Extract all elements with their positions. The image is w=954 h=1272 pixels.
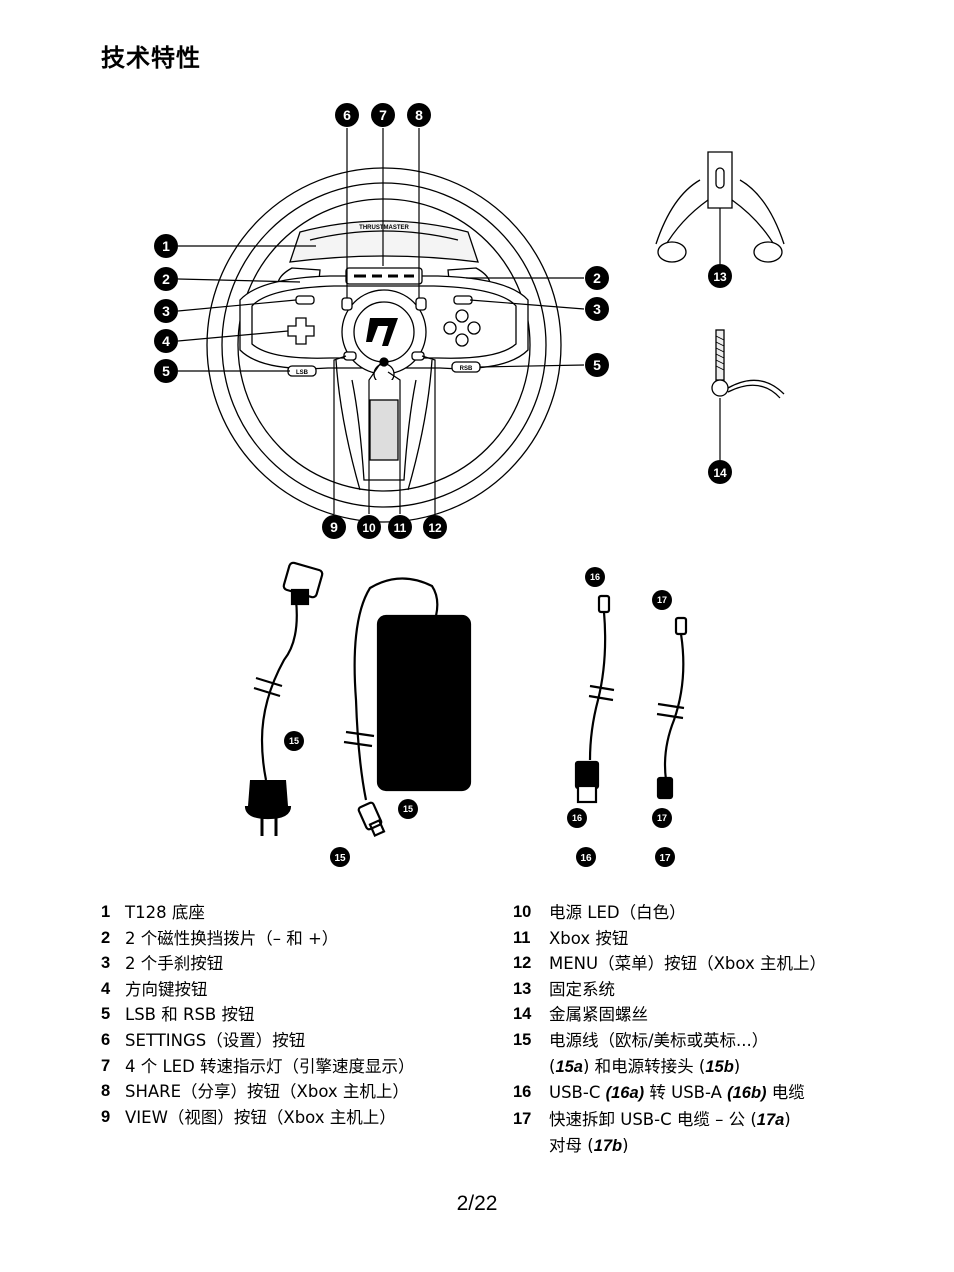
callout-13: 13: [713, 270, 727, 284]
callout-17b: 17b: [654, 814, 671, 825]
callout-5-left: 5: [162, 363, 170, 379]
callout-10: 10: [362, 521, 376, 535]
rsb-label: RSB: [460, 366, 473, 372]
callout-12: 12: [428, 521, 442, 535]
callout-2-right: 2: [593, 270, 601, 286]
badge-17a-num: 17: [657, 595, 667, 605]
legend-item: 15 电源线（欧标/美标或英标...） (15a) 和电源转接头 (15b): [513, 1030, 769, 1076]
callout-7: 7: [379, 107, 387, 123]
callout-6: 6: [343, 107, 351, 123]
callout-15b: 15b: [400, 805, 417, 816]
legend-item: 17 快速拆卸 USB-C 电缆 – 公 (17a) 对母 (17b): [513, 1109, 791, 1156]
callout-17a: 17a: [654, 596, 671, 607]
callout-5-right: 5: [593, 357, 601, 373]
fixation-system-illustration: [655, 151, 785, 263]
badge-15a-num: 15: [289, 736, 299, 746]
badge-16a-num: 16: [590, 572, 600, 582]
callout-3-right: 3: [593, 301, 601, 317]
quick-release-cable-illustration: [656, 616, 688, 800]
badge-15b-num: 15: [403, 804, 413, 814]
callout-9: 9: [330, 519, 338, 535]
callout-badges: [154, 103, 732, 867]
callout-17: 17: [659, 853, 671, 864]
callout-15a: 15a: [286, 737, 303, 748]
callout-16a: 16a: [587, 573, 604, 584]
racing-wheel-illustration: [206, 167, 562, 523]
callout-3-left: 3: [162, 303, 170, 319]
legend-item: 16 USB-C (16a) 转 USB-A (16b) 电缆: [513, 1083, 805, 1103]
wheel-brand-label: THRUSTMASTER: [359, 225, 409, 231]
small-badge-numerals: 15 15 16 16 17 17: [289, 572, 667, 823]
callout-1: 1: [162, 238, 170, 254]
usb-cable-illustration: [574, 594, 615, 804]
callout-4: 4: [162, 333, 170, 349]
page-title: 技术特性: [101, 44, 201, 72]
callout-8: 8: [415, 107, 423, 123]
callout-15: 15: [334, 853, 346, 864]
callout-14: 14: [713, 466, 727, 480]
product-illustration: THRUSTMASTER LSB RSB: [154, 103, 785, 867]
page-number: 2/22: [456, 1192, 498, 1215]
callout-2-left: 2: [162, 271, 170, 287]
callout-11: 11: [394, 521, 407, 535]
metal-screw-illustration: [711, 329, 785, 399]
badge-16b-num: 16: [572, 813, 582, 823]
power-cord-illustration: [244, 561, 324, 836]
callout-16b: 16b: [569, 814, 586, 825]
callout-16: 16: [580, 853, 592, 864]
badge-17b-num: 17: [657, 813, 667, 823]
power-adapter-illustration: [343, 577, 472, 837]
lsb-label: LSB: [296, 370, 309, 376]
